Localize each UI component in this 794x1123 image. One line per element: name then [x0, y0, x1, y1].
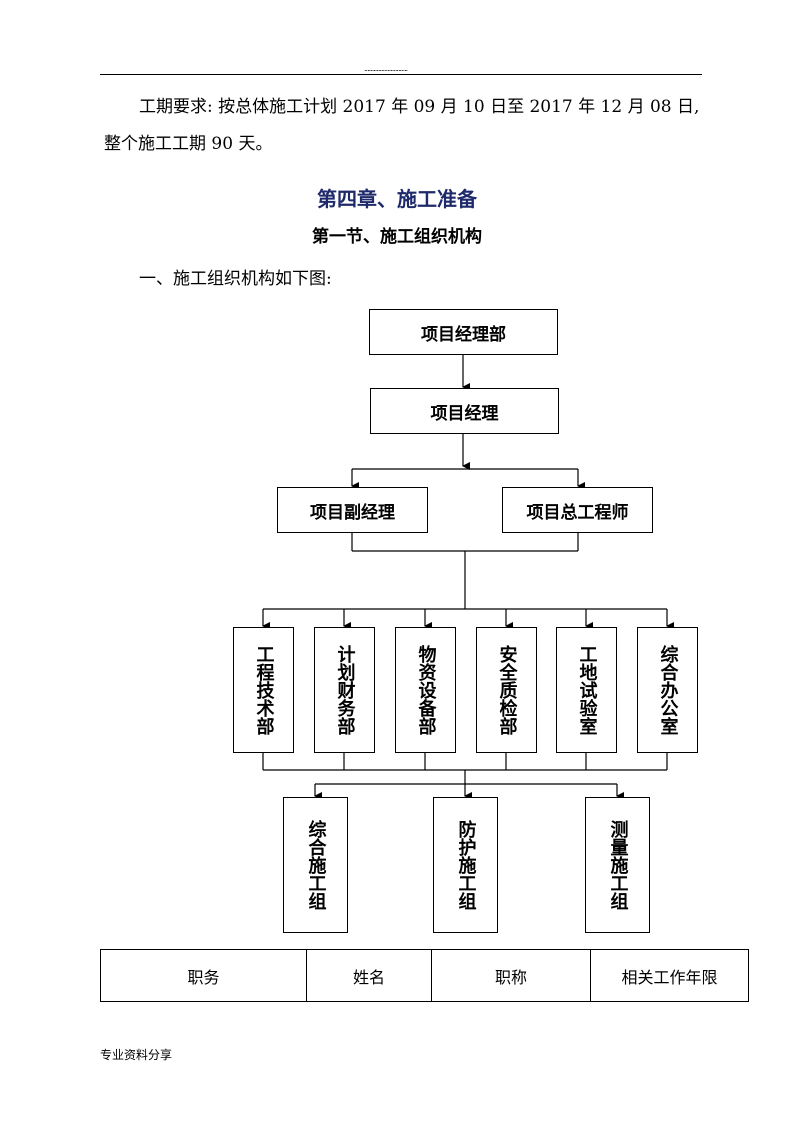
dept-box-engineering: 工程技术部	[233, 627, 294, 753]
team-label: 防护施工组	[455, 820, 477, 910]
team-label: 综合施工组	[305, 820, 327, 910]
table-header-row: 职务 姓名 职称 相关工作年限	[100, 949, 749, 1002]
team-box-survey: 测量施工组	[585, 797, 650, 933]
dept-box-finance: 计划财务部	[314, 627, 375, 753]
dept-label: 工地试验室	[576, 645, 598, 735]
dept-box-safety: 安全质检部	[476, 627, 537, 753]
schedule-line-1: 工期要求: 按总体施工计划 2017 年 09 月 10 日至 2017 年 1…	[139, 97, 700, 117]
org-box-project-department: 项目经理部	[369, 309, 558, 355]
dept-label: 工程技术部	[253, 645, 275, 735]
table-header-cell: 姓名	[306, 949, 432, 1002]
org-box-chief-engineer: 项目总工程师	[502, 487, 653, 533]
table-header-cell: 职务	[100, 949, 307, 1002]
dept-label: 计划财务部	[334, 645, 356, 735]
dept-box-materials: 物资设备部	[395, 627, 456, 753]
team-box-protection: 防护施工组	[433, 797, 498, 933]
schedule-line-2: 整个施工工期 90 天。	[104, 134, 273, 154]
org-box-project-manager: 项目经理	[370, 388, 559, 434]
header-rule	[100, 74, 702, 75]
chapter-title: 第四章、施工准备	[317, 187, 477, 211]
dept-label: 综合办公室	[657, 645, 679, 735]
team-box-general: 综合施工组	[283, 797, 348, 933]
table-header-cell: 职称	[431, 949, 591, 1002]
org-intro: 一、施工组织机构如下图:	[139, 269, 332, 289]
footer-text: 专业资料分享	[100, 1048, 173, 1062]
staff-table: 职务 姓名 职称 相关工作年限	[100, 949, 749, 1002]
dept-label: 物资设备部	[415, 645, 437, 735]
org-box-deputy-manager: 项目副经理	[277, 487, 428, 533]
dept-box-lab: 工地试验室	[556, 627, 617, 753]
dept-label: 安全质检部	[496, 645, 518, 735]
dept-box-office: 综合办公室	[637, 627, 698, 753]
team-label: 测量施工组	[607, 820, 629, 910]
section-title: 第一节、施工组织机构	[312, 227, 482, 247]
table-header-cell: 相关工作年限	[590, 949, 749, 1002]
header-dots: ............................	[364, 64, 408, 73]
